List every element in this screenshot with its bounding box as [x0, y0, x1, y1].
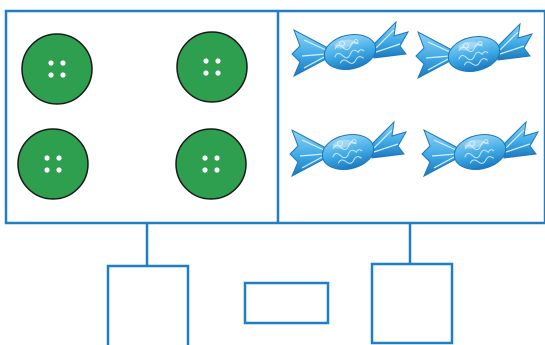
button-icon [176, 31, 248, 103]
wrapped-candy-icon [289, 121, 407, 177]
wrapped-candy-icon [421, 121, 539, 177]
wrapped-candy-icon [415, 23, 533, 79]
button-icon [17, 128, 89, 200]
right-count-answer-box[interactable] [370, 262, 454, 345]
left-panel [17, 31, 248, 200]
wrapped-candy-icon [291, 21, 409, 77]
right-panel [289, 21, 539, 177]
relation-answer-box[interactable] [243, 281, 330, 325]
button-icon [175, 128, 247, 200]
button-icon [21, 33, 93, 105]
items-frame [4, 9, 545, 225]
left-count-answer-box[interactable] [106, 264, 190, 345]
